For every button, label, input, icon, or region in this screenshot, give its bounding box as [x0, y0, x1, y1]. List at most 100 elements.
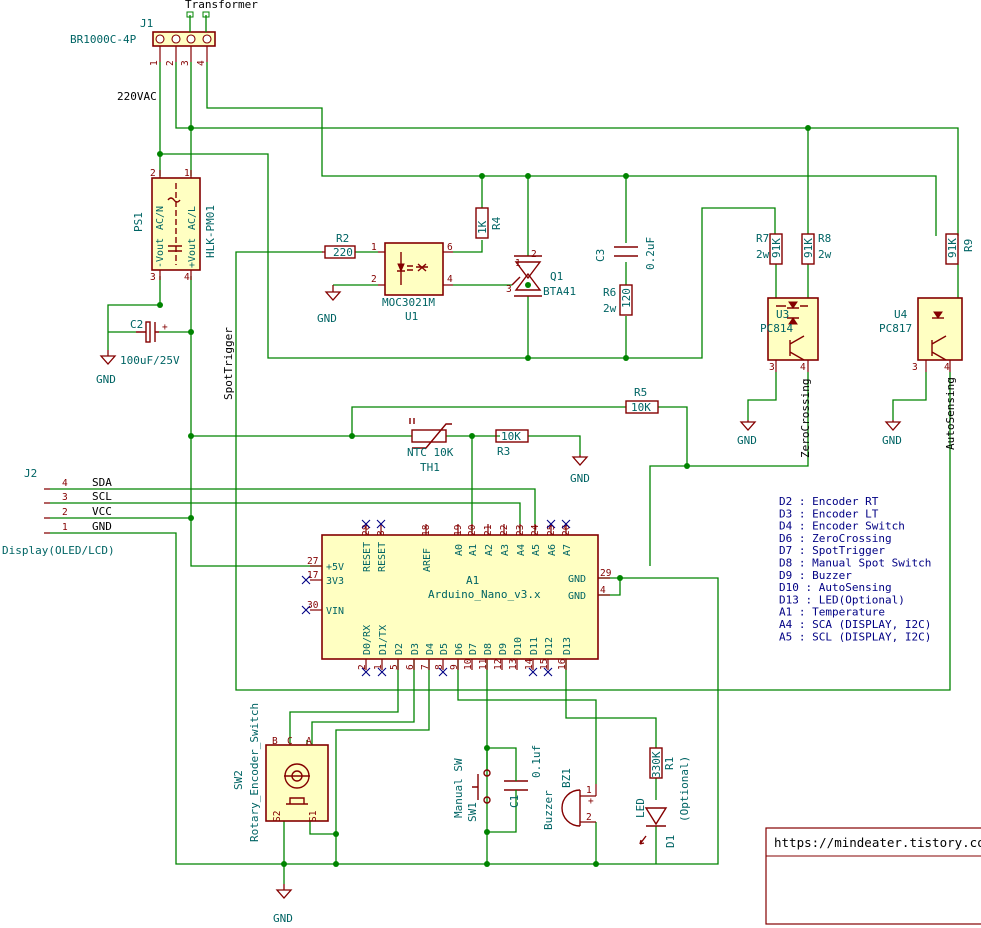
u3-pin4: 4	[800, 362, 806, 373]
a1-top-pin-label: A0	[454, 544, 465, 556]
j1-pin3: 3	[180, 60, 191, 66]
r1-ref: R1	[663, 757, 676, 770]
bz1-ref: BZ1	[560, 768, 573, 788]
resistor-r5: R5 10K	[625, 386, 659, 414]
a1-bottom-pin-label: D9	[498, 643, 509, 655]
a1-bottom-pins: 2D0/RX1D1/TX5D26D37D48D59D610D711D812D91…	[357, 625, 573, 677]
j1-ref: J1	[140, 17, 153, 30]
u1-pin4: 4	[447, 274, 453, 285]
a1-bottom-pin-num: 6	[405, 664, 416, 670]
a1-top-pin-num: 21	[483, 524, 494, 536]
ps1-vpos-label: +Vout	[187, 238, 198, 268]
source-url: https://mindeater.tistory.com/	[774, 835, 981, 850]
thermistor-th1: NTC 10K TH1	[407, 418, 454, 474]
gnd-symbols: GND GND GND GND GND GND	[96, 285, 902, 925]
a1-bottom-pin-label: D6	[454, 643, 465, 655]
q1-pin3: 3	[506, 284, 512, 295]
ps1-vneg-label: -Vout	[155, 238, 166, 268]
a1-top-pin-label: RESET	[377, 542, 388, 572]
resistor-r7: 91K R7 2w	[756, 232, 783, 265]
r6-ref: R6	[603, 286, 616, 299]
power-module-ps1: AC/N AC/L -Vout +Vout PS1 HLK-PM01 2 1 3…	[132, 168, 217, 283]
ps1-pin1: 1	[184, 168, 190, 179]
ps1-ref: PS1	[132, 212, 145, 232]
ps1-pin2: 2	[150, 168, 156, 179]
u4-value: PC817	[879, 322, 912, 335]
a1-bottom-pin-num: 9	[449, 664, 460, 670]
a1-bottom-pin-num: 12	[493, 659, 504, 670]
rotary-encoder-sw2: B C A S2 S1 SW2 Rotary_Encoder_Switch	[232, 703, 329, 842]
pin-note-line: D4 : Encoder Switch	[779, 520, 905, 533]
a1-left-pin-num: 17	[307, 570, 318, 581]
a1-bottom-pin-label: D13	[562, 637, 573, 655]
a1-top-pin-label: A4	[516, 544, 527, 556]
gnd-symbol-r3: GND	[570, 455, 590, 485]
r4-ref: R4	[490, 216, 503, 230]
net-label-spottrigger: SpotTrigger	[222, 327, 235, 400]
a1-top-pin-num: 18	[421, 524, 432, 536]
a1-right-pin-label: GND	[568, 591, 586, 602]
r3-ref: R3	[497, 445, 510, 458]
gnd-symbol-u1: GND	[317, 285, 342, 325]
resistor-r3: 10K R3	[495, 429, 529, 458]
led-d1: LED D1	[634, 798, 677, 848]
u1-value: MOC3021M	[382, 296, 435, 309]
r3-value: 10K	[501, 430, 521, 443]
a1-right-pin-num: 29	[600, 568, 612, 579]
connector-j2: J2 4 3 2 1 SDA SCL VCC GND Display(OLED/…	[2, 467, 115, 557]
gnd-symbol-c2: GND	[96, 350, 117, 386]
c2-value: 100uF/25V	[120, 354, 180, 367]
a1-bottom-pin-num: 14	[524, 658, 535, 670]
bz1-pin1: 1	[586, 785, 592, 796]
a1-bottom-pin-num: 5	[389, 664, 400, 670]
resistor-r8: 91K R8 2w	[801, 232, 832, 265]
c3-value: 0.2uF	[644, 237, 657, 270]
u3-ref: U3	[776, 308, 789, 321]
buzzer-bz1: + 1 2 BZ1 Buzzer	[542, 768, 597, 830]
resistor-r6: 120 R6 2w	[603, 284, 633, 316]
j2-label-gnd: GND	[92, 520, 112, 533]
j1-transformer-label: Transformer	[185, 0, 258, 11]
svg-text:GND: GND	[96, 373, 116, 386]
a1-bottom-pin-num: 8	[434, 664, 445, 670]
r2-value: 220	[333, 246, 353, 259]
ps1-value: HLK-PM01	[204, 205, 217, 258]
sw2-pin-s1: S1	[308, 810, 319, 822]
u1-ref: U1	[405, 310, 418, 323]
svg-text:GND: GND	[273, 912, 293, 925]
a1-top-pin-num: 25	[546, 525, 557, 536]
a1-bottom-pin-num: 10	[463, 658, 474, 670]
net-label-zerocrossing: ZeroCrossing	[799, 379, 812, 458]
r7-rating: 2w	[756, 248, 770, 261]
a1-top-pin-label: AREF	[422, 548, 433, 572]
q1-pin2: 2	[531, 249, 537, 260]
capacitor-c2: + C2 100uF/25V	[120, 318, 180, 367]
r8-ref: R8	[818, 232, 831, 245]
j2-pin1: 1	[62, 522, 68, 533]
u1-pin2: 2	[371, 274, 377, 285]
a1-right-pin-label: GND	[568, 574, 586, 585]
r9-ref: R9	[962, 239, 975, 252]
u3-pin3: 3	[769, 362, 775, 373]
sw2-pin-b: B	[272, 736, 278, 747]
gnd-symbol-u3: GND	[737, 420, 757, 447]
a1-top-pin-label: RESET	[362, 542, 373, 572]
u1-pin1: 1	[371, 242, 377, 253]
manual-switch-sw1: Manual SW SW1	[452, 758, 491, 822]
ps1-acl-label: AC/L	[187, 206, 198, 230]
pin-note-line: D2 : Encoder RT	[779, 495, 879, 508]
a1-top-pin-num: 19	[453, 524, 464, 536]
pin-note-line: D13 : LED(Optional)	[779, 593, 905, 606]
r8-rating: 2w	[818, 248, 832, 261]
a1-top-pin-num: 24	[530, 524, 541, 536]
bz1-value: Buzzer	[542, 790, 555, 830]
pin-note-line: D9 : Buzzer	[779, 569, 852, 582]
j1-value: BR1000C-4P	[70, 33, 137, 46]
a1-top-pin-label: A1	[468, 544, 479, 556]
a1-right-pin-num: 4	[600, 585, 606, 596]
a1-ref: A1	[466, 574, 479, 587]
a1-bottom-pin-label: D5	[439, 643, 450, 655]
a1-top-pin-label: A3	[500, 544, 511, 556]
a1-top-pins: 28RESET3RESET18AREF19A020A121A222A323A42…	[361, 519, 573, 572]
